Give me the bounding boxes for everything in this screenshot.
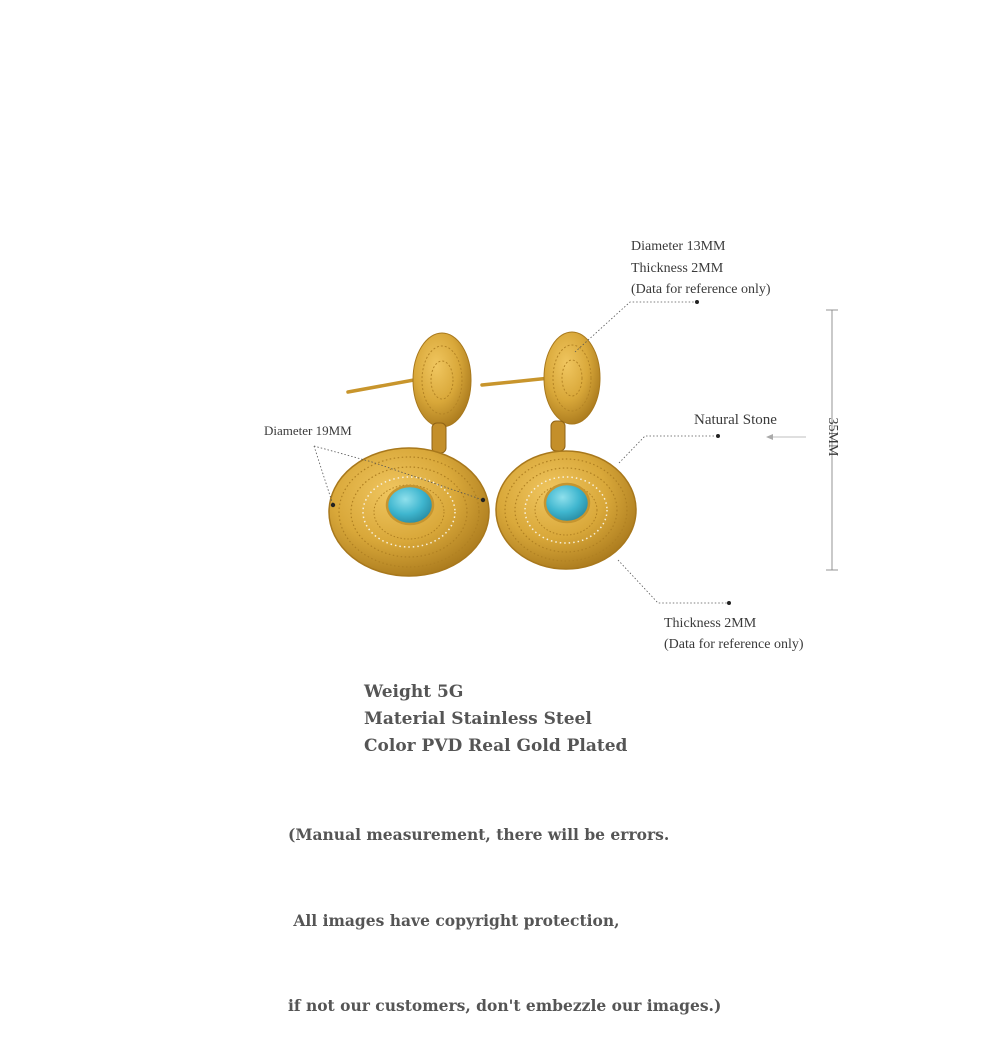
right-earring <box>480 331 637 570</box>
callout-lines <box>313 301 729 604</box>
callout-dots <box>330 300 731 605</box>
right-post <box>480 376 552 387</box>
product-specs: Weight 5G Material Stainless Steel Color… <box>364 679 627 760</box>
length-dimension <box>826 309 838 571</box>
thickness-callout-line <box>617 559 729 604</box>
left-post <box>346 376 427 394</box>
color-spec: Color PVD Real Gold Plated <box>364 736 628 756</box>
stud-callout-line <box>574 301 697 353</box>
left-link <box>431 422 447 454</box>
right-stud <box>543 331 601 425</box>
stone-callout-line <box>618 435 718 464</box>
right-link <box>550 420 566 452</box>
left-stone <box>385 484 435 526</box>
weight-spec: Weight 5G <box>364 682 464 702</box>
length-label: 35MM <box>825 417 840 457</box>
product-image <box>313 300 838 605</box>
right-stone <box>543 482 591 524</box>
stud-diameter-label: Diameter 13MM <box>631 239 726 254</box>
disc-thickness-label: Thickness 2MM <box>664 616 757 631</box>
disclaimer-line-3: if not our customers, don't embezzle our… <box>288 996 722 1015</box>
disclaimer-line-2: All images have copyright protection, <box>288 910 620 930</box>
disclaimer-line-1: (Manual measurement, there will be error… <box>288 825 670 844</box>
disclaimer: (Manual measurement, there will be error… <box>288 764 721 1049</box>
disc-note-label: (Data for reference only) <box>664 637 804 652</box>
diameter-callout-line-2 <box>313 445 484 501</box>
material-spec: Material Stainless Steel <box>364 709 592 729</box>
earrings-illustration <box>313 300 838 605</box>
natural-stone-label: Natural Stone <box>694 412 777 428</box>
stud-thickness-label: Thickness 2MM <box>631 261 724 276</box>
left-earring <box>328 332 490 577</box>
disc-diameter-label: Diameter 19MM <box>264 423 352 438</box>
stone-arrow <box>766 434 806 440</box>
stud-note-label: (Data for reference only) <box>631 282 771 297</box>
diameter-callout-line-1 <box>313 445 334 506</box>
